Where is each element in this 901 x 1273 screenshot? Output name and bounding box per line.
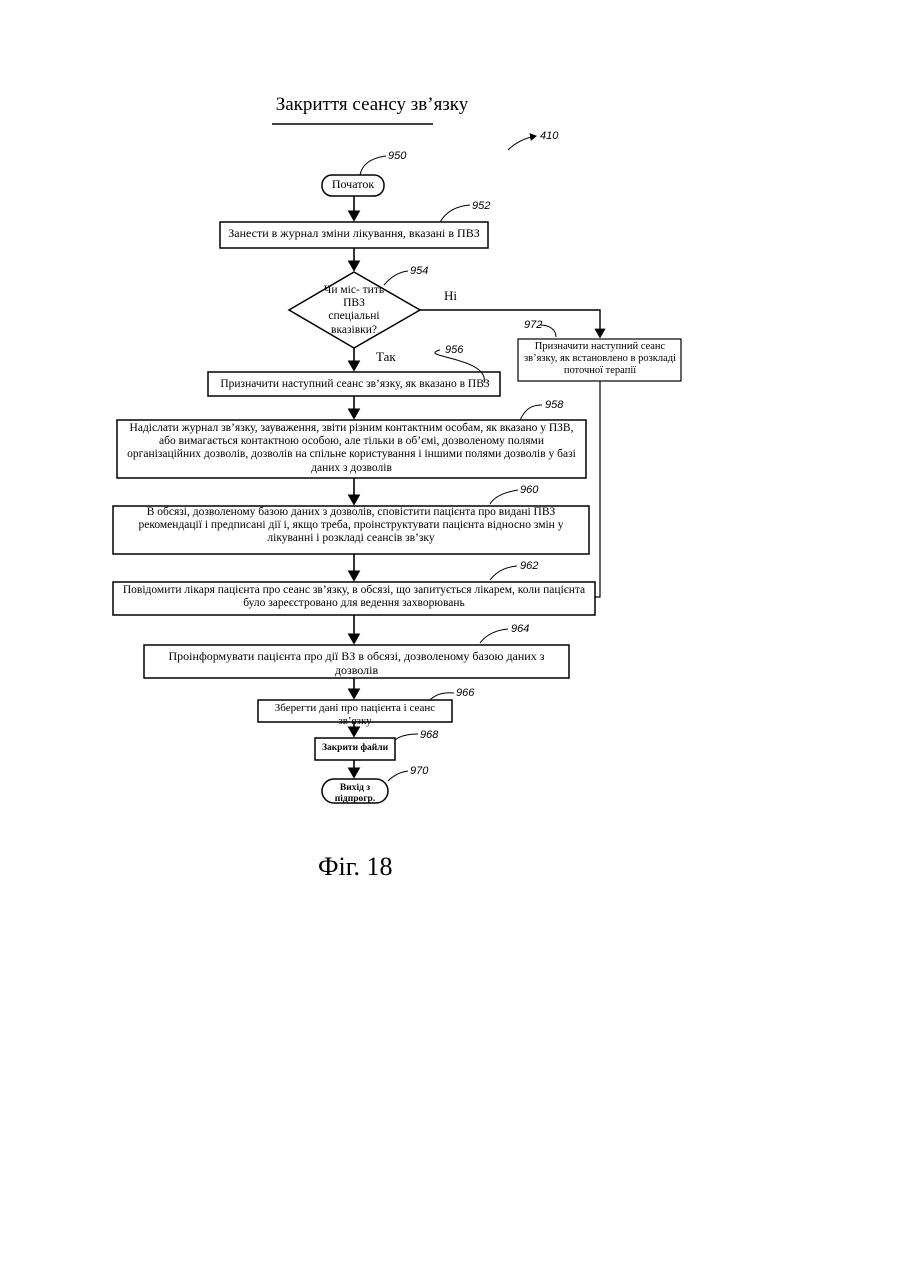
box-960-text: В обсязі, дозволеному базою даних з дозв… (118, 506, 584, 546)
box-968-text: Закрити файли (315, 743, 395, 754)
ref-960: 960 (520, 484, 538, 496)
branch-yes-label: Так (376, 349, 396, 365)
ref-970: 970 (410, 765, 428, 777)
box-952-text: Занести в журнал зміни лікування, вказан… (220, 227, 488, 241)
ref-954: 954 (410, 265, 428, 277)
diagram-title: Закриття сеансу зв’язку (272, 94, 472, 116)
ref-972: 972 (524, 319, 542, 331)
box-962-text: Повідомити лікаря пацієнта про сеанс зв’… (118, 584, 590, 610)
end-terminal-text: Вихід з підпрогр. (322, 783, 388, 805)
ref-956: 956 (445, 344, 463, 356)
branch-no-label: Ні (444, 288, 457, 304)
box-958-text: Надіслати журнал зв’язку, зауваження, зв… (122, 422, 581, 475)
ref-964: 964 (511, 623, 529, 635)
box-956-text: Призначити наступний сеанс зв’язку, як в… (210, 378, 500, 391)
box-972-text: Призначити наступний сеанс зв’язку, як в… (520, 341, 680, 377)
ref-952: 952 (472, 200, 490, 212)
ref-950: 950 (388, 150, 406, 162)
figure-caption: Фіг. 18 (318, 852, 393, 882)
box-964-text: Проінформувати пацієнта про дії ВЗ в обс… (150, 650, 563, 678)
ref-410: 410 (540, 130, 558, 142)
box-966-text: Зберегти дані про пацієнта і сеанс зв’яз… (262, 702, 448, 727)
ref-958: 958 (545, 399, 563, 411)
decision-954-text: Чи міс- тить ПВЗ спеціальні вказівки? (318, 284, 390, 337)
start-terminal-text: Початок (322, 178, 384, 192)
ref-968: 968 (420, 729, 438, 741)
ref-966: 966 (456, 687, 474, 699)
ref-962: 962 (520, 560, 538, 572)
